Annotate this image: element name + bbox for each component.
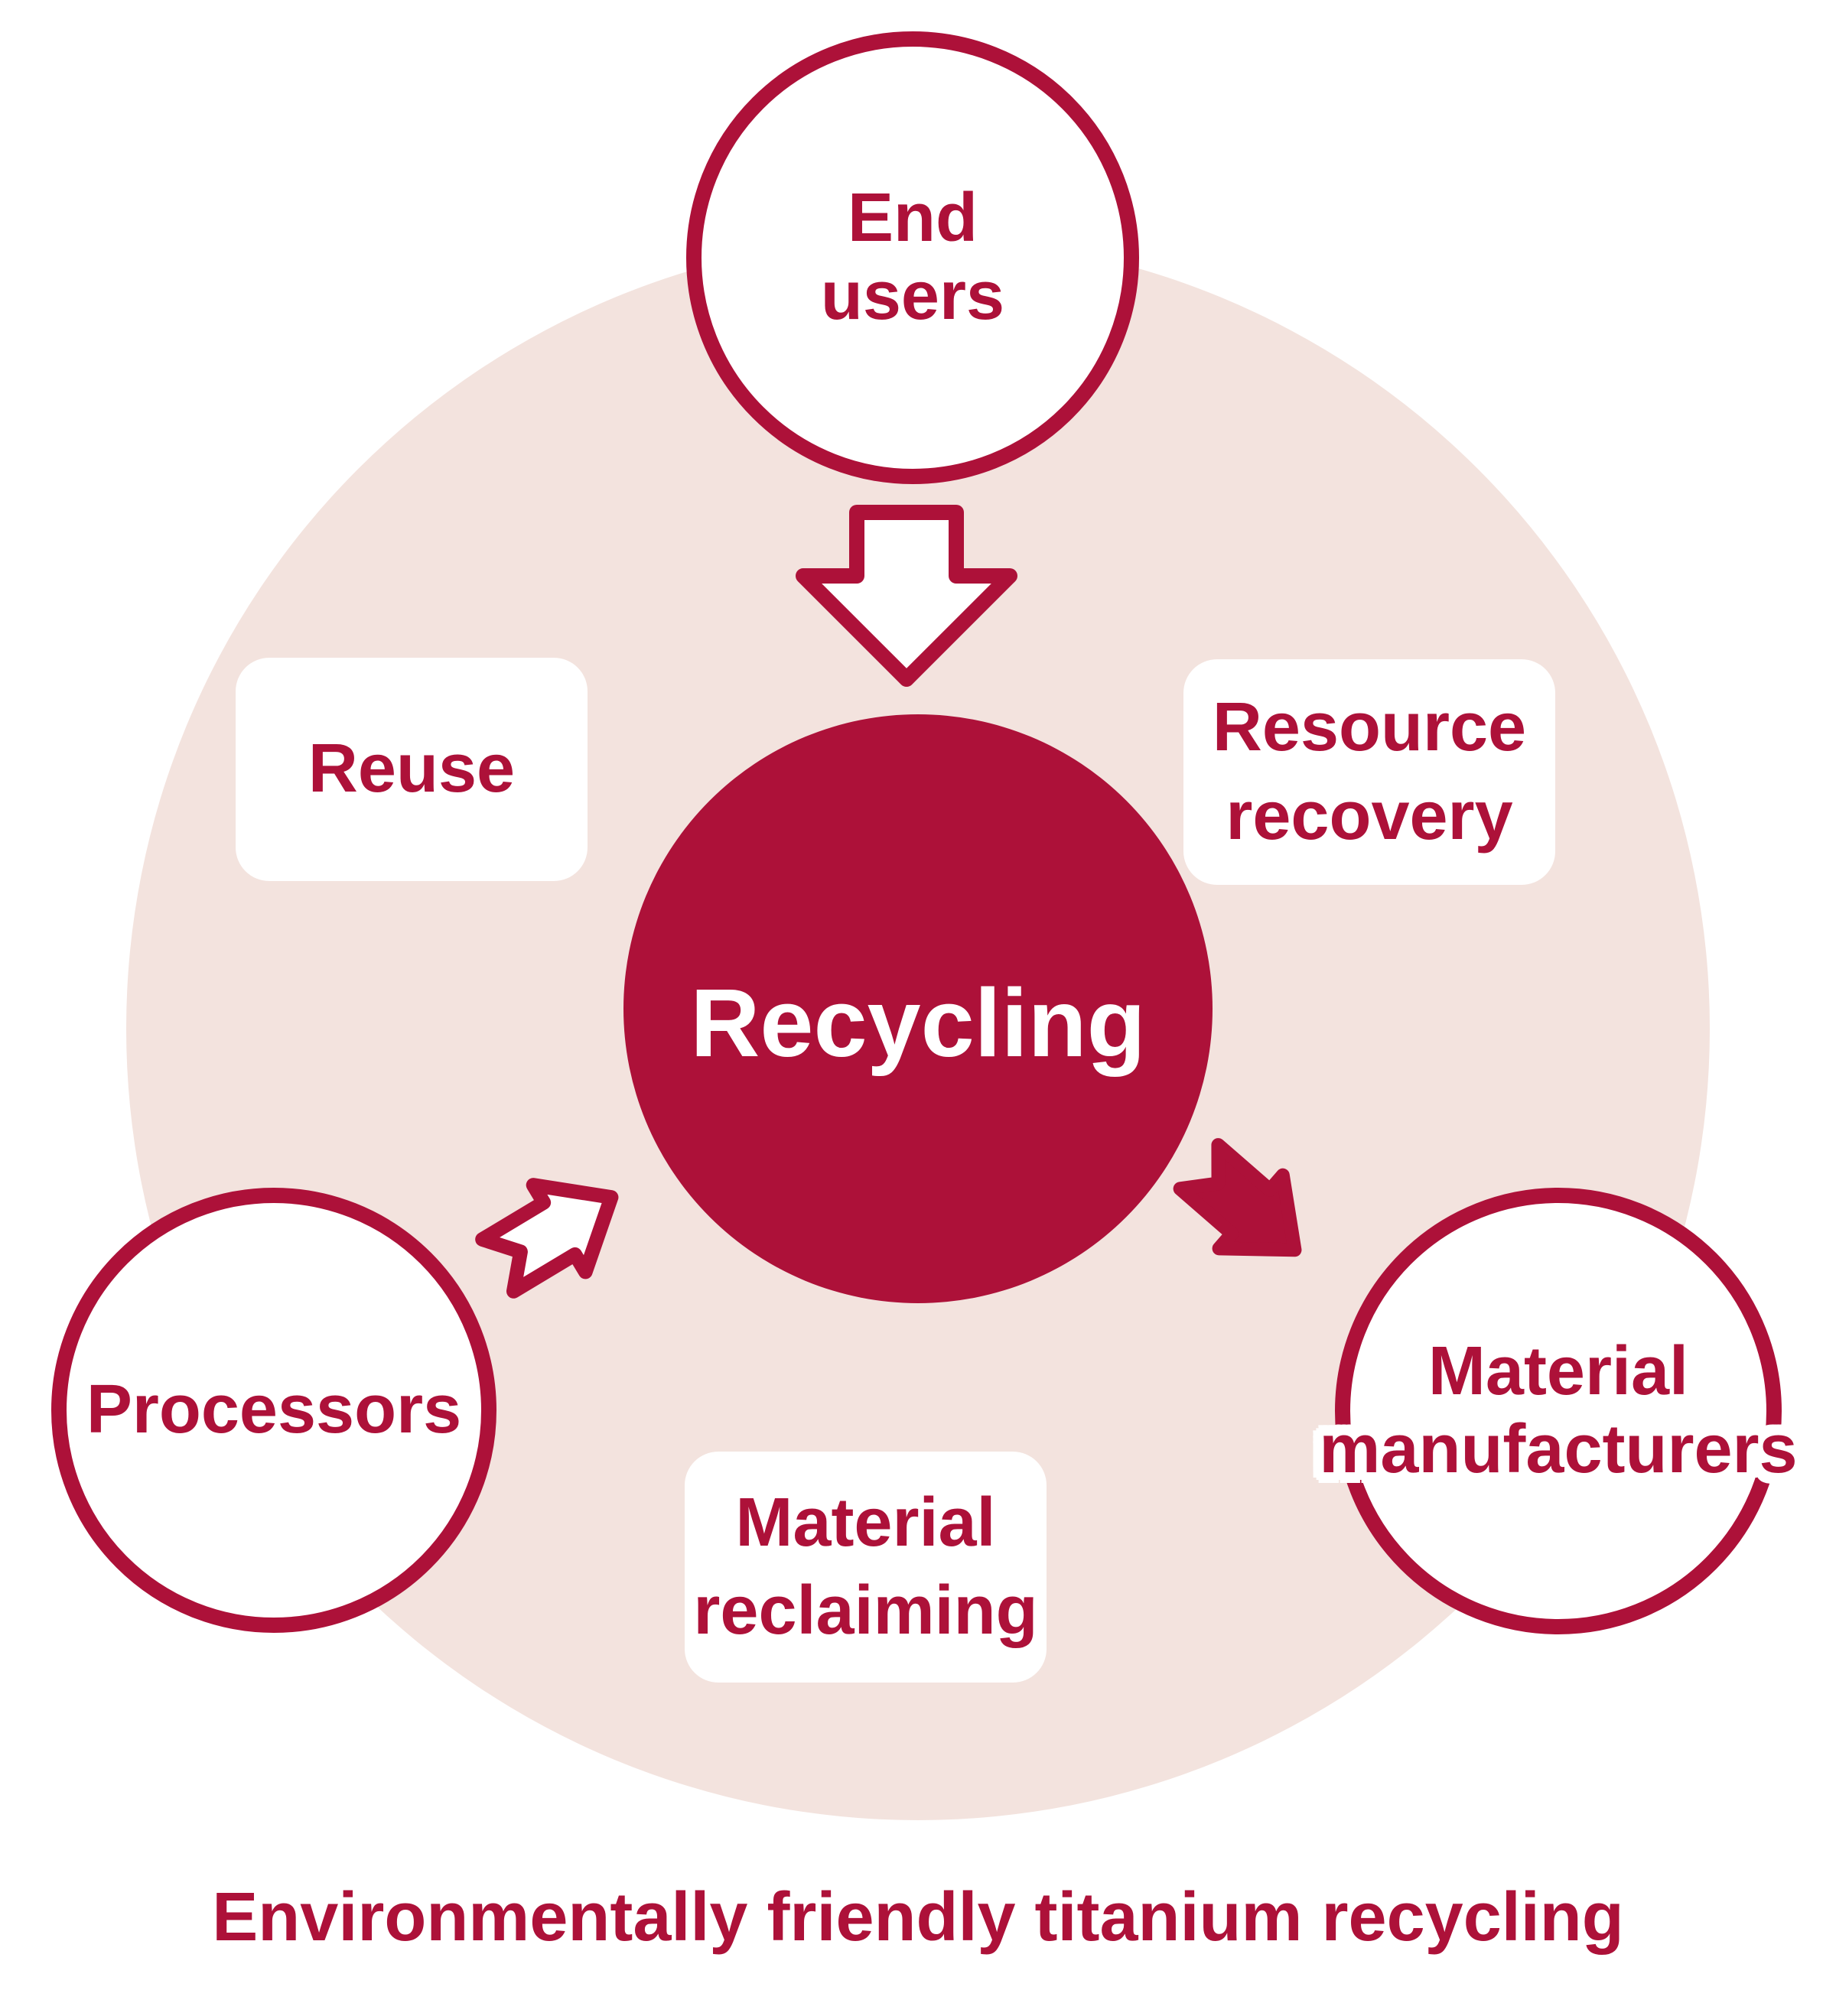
resource-recovery-label-line1: Resource bbox=[1212, 689, 1527, 766]
material-reclaiming-label-line1: Material bbox=[735, 1484, 996, 1561]
reuse-label: Reuse bbox=[308, 730, 516, 808]
material-reclaiming-box: Material reclaiming bbox=[685, 1452, 1047, 1683]
recycling-circle: Recycling bbox=[623, 714, 1213, 1303]
down-arrow-icon bbox=[796, 505, 1017, 687]
processors-circle: Processors bbox=[51, 1188, 496, 1633]
material-reclaiming-label-line2: reclaiming bbox=[693, 1572, 1038, 1649]
up-right-arrow-icon bbox=[475, 1178, 619, 1299]
material-manufacturers-label-line2: manufacturers bbox=[1319, 1411, 1798, 1488]
end-users-label-line2: users bbox=[820, 258, 1005, 334]
processors-label: Processors bbox=[86, 1371, 462, 1449]
reuse-box: Reuse bbox=[236, 658, 588, 881]
resource-recovery-label-line2: recovery bbox=[1226, 777, 1513, 854]
material-manufacturers-label-line1: Material bbox=[1427, 1333, 1689, 1410]
resource-recovery-box: Resource recovery bbox=[1183, 659, 1555, 885]
down-right-arrow-icon bbox=[1173, 1138, 1302, 1257]
diagram-caption: Environmentally friendly titanium recycl… bbox=[212, 1879, 1624, 1956]
material-manufacturers-circle: Material manufacturers bbox=[1319, 1188, 1798, 1634]
recycling-label: Recycling bbox=[690, 968, 1146, 1077]
end-users-label-line1: End bbox=[848, 180, 978, 257]
end-users-circle: End users bbox=[686, 31, 1139, 484]
